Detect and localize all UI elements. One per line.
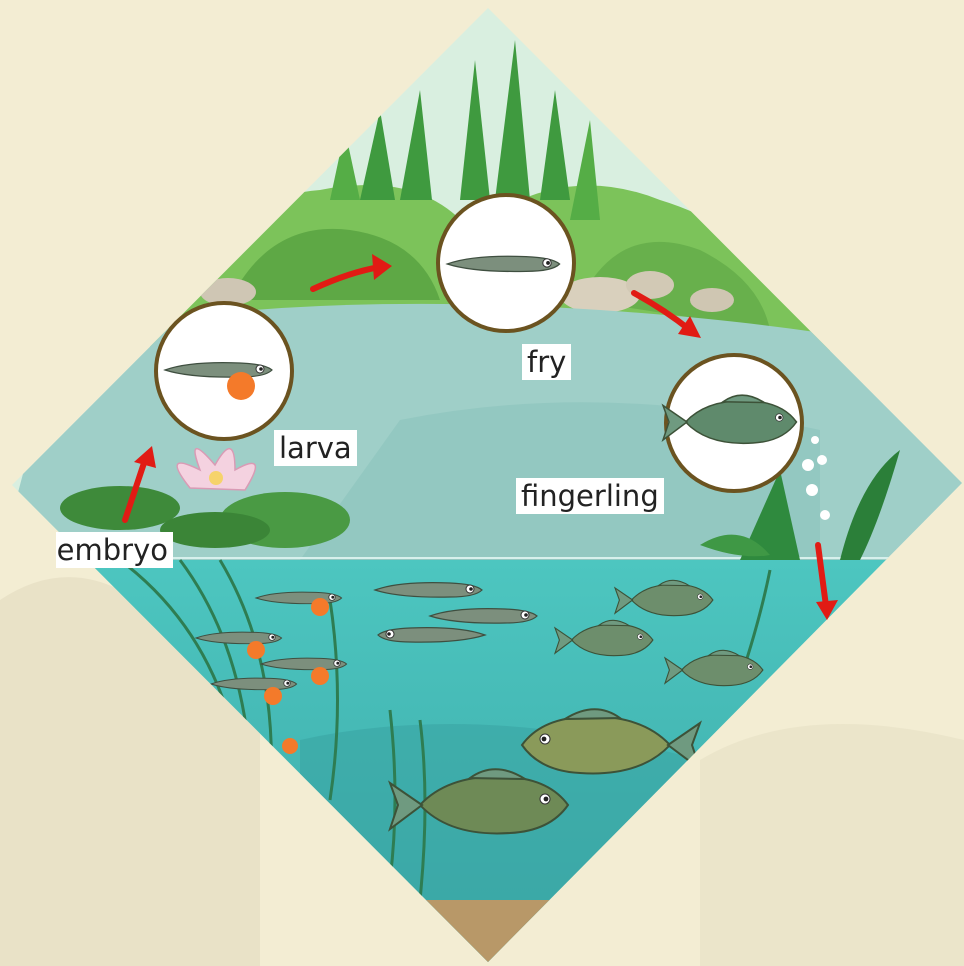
fingerling-label: fingerling	[516, 478, 664, 514]
fry-stage-circle	[438, 195, 574, 331]
larva-stage-circle	[156, 303, 292, 439]
fingerling-stage-circle	[663, 355, 802, 491]
embryo-label: embryo	[56, 532, 173, 568]
larva-label: larva	[274, 430, 357, 466]
fry-label: fry	[522, 344, 571, 380]
